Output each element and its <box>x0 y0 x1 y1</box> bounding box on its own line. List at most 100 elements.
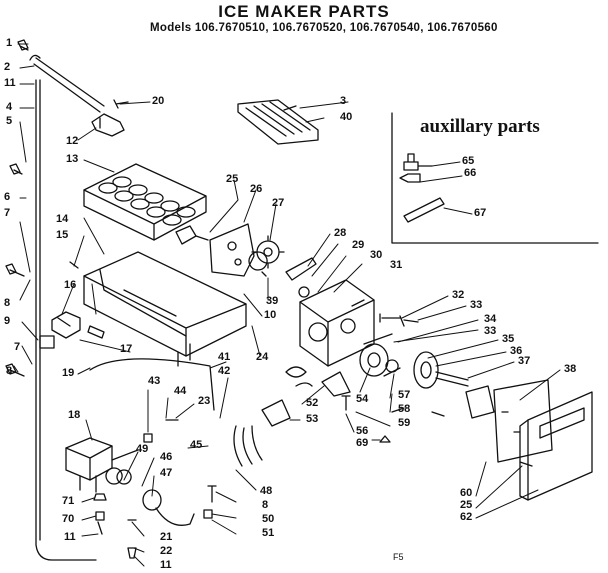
bracket-12 <box>92 114 124 136</box>
heater-wire <box>90 359 214 410</box>
front-cover <box>520 392 592 500</box>
part-label: 11 <box>4 77 16 89</box>
part-label: 51 <box>262 527 275 539</box>
part-label: 4 <box>6 101 13 113</box>
part-label: 50 <box>262 513 275 525</box>
part-label: 25 <box>460 499 473 511</box>
part-label: 29 <box>352 239 365 251</box>
part-label: 33 <box>484 325 497 337</box>
part-label: 38 <box>564 363 577 375</box>
part-label: 25 <box>226 173 239 185</box>
drive-shaft <box>436 372 468 386</box>
part-label: 11 <box>64 531 76 543</box>
left-harness <box>36 80 96 560</box>
part-label: 48 <box>260 485 273 497</box>
part-label: 40 <box>340 111 353 123</box>
mold-frame <box>84 252 246 366</box>
part-label: 28 <box>334 227 347 239</box>
part-label: 34 <box>484 313 497 325</box>
part-label: 37 <box>518 355 531 367</box>
part-label: 36 <box>510 345 523 357</box>
part-label: 41 <box>218 351 231 363</box>
part-label: 27 <box>272 197 285 209</box>
part-label: 69 <box>356 437 369 449</box>
part-label: 26 <box>250 183 263 195</box>
part-label: 65 <box>462 155 475 167</box>
part-label: 42 <box>218 365 231 377</box>
part-label: 16 <box>64 279 77 291</box>
part-label: 43 <box>148 375 161 387</box>
part-label: 7 <box>4 207 11 219</box>
part-label: 24 <box>256 351 269 363</box>
part-label: 47 <box>160 467 173 479</box>
motor <box>360 334 400 376</box>
footer-code: F5 <box>393 552 404 562</box>
part-label: 5 <box>6 115 13 127</box>
part-label: 66 <box>464 167 477 179</box>
part-label: 31 <box>390 259 403 271</box>
fill-tube <box>143 490 194 525</box>
auxiliary-box-outline <box>392 113 598 243</box>
part-label: 39 <box>266 295 279 307</box>
part-label: 53 <box>306 413 319 425</box>
part-label: 67 <box>474 207 487 219</box>
part-label: 45 <box>190 439 203 451</box>
part-label: 33 <box>470 299 483 311</box>
part-label: 71 <box>62 495 75 507</box>
cam-39 <box>249 252 267 276</box>
aux-fitting-66 <box>400 174 420 182</box>
aux-tube-67 <box>404 198 444 222</box>
part-label: 6 <box>4 191 11 203</box>
part-label: 14 <box>56 213 69 225</box>
motor-housing <box>300 280 374 366</box>
shutoff-arm <box>34 58 104 112</box>
part-label: 30 <box>370 249 383 261</box>
auxiliary-parts-title: auxillary parts <box>420 116 540 137</box>
drive-gear <box>414 352 438 388</box>
part-label: 8 <box>4 297 11 309</box>
part-label: 13 <box>66 153 79 165</box>
part-label: 21 <box>160 531 173 543</box>
part-label: 12 <box>66 135 79 147</box>
part-label: 19 <box>62 367 75 379</box>
aux-valve-65 <box>404 154 432 170</box>
part-label: 32 <box>452 289 465 301</box>
mounting-plate <box>210 224 254 276</box>
wiring-plate <box>494 380 552 462</box>
part-label: 9 <box>4 315 11 327</box>
part-label: 52 <box>306 397 319 409</box>
part-label: 58 <box>398 403 411 415</box>
part-label: 60 <box>460 487 473 499</box>
part-label: 54 <box>356 393 369 405</box>
switch-lever <box>322 372 350 396</box>
part-label: 11 <box>160 559 172 571</box>
model-numbers: Models 106.7670510, 106.7670520, 106.767… <box>150 22 498 34</box>
part-label: 7 <box>14 341 21 353</box>
part-label: 3 <box>340 95 347 107</box>
part-label: 8 <box>6 365 13 377</box>
part-label: 23 <box>198 395 211 407</box>
part-label: 22 <box>160 545 173 557</box>
part-label: 2 <box>4 61 11 73</box>
part-label: 18 <box>68 409 81 421</box>
part-label: 15 <box>56 229 69 241</box>
shield <box>238 100 318 144</box>
part-label: 8 <box>262 499 269 511</box>
lever <box>286 258 316 280</box>
part-label: 35 <box>502 333 515 345</box>
part-label: 62 <box>460 511 473 523</box>
part-label: 46 <box>160 451 173 463</box>
ice-tray <box>84 164 206 244</box>
part-label: 56 <box>356 425 369 437</box>
diagram-title: ICE MAKER PARTS <box>218 2 390 21</box>
part-label: 49 <box>136 443 149 455</box>
part-label: 20 <box>152 95 165 107</box>
part-label: 17 <box>120 343 133 355</box>
part-label: 10 <box>264 309 277 321</box>
part-label: 1 <box>6 37 13 49</box>
part-label: 70 <box>62 513 75 525</box>
part-label: 44 <box>174 385 187 397</box>
part-label: 57 <box>398 389 411 401</box>
thermostat <box>52 312 80 338</box>
